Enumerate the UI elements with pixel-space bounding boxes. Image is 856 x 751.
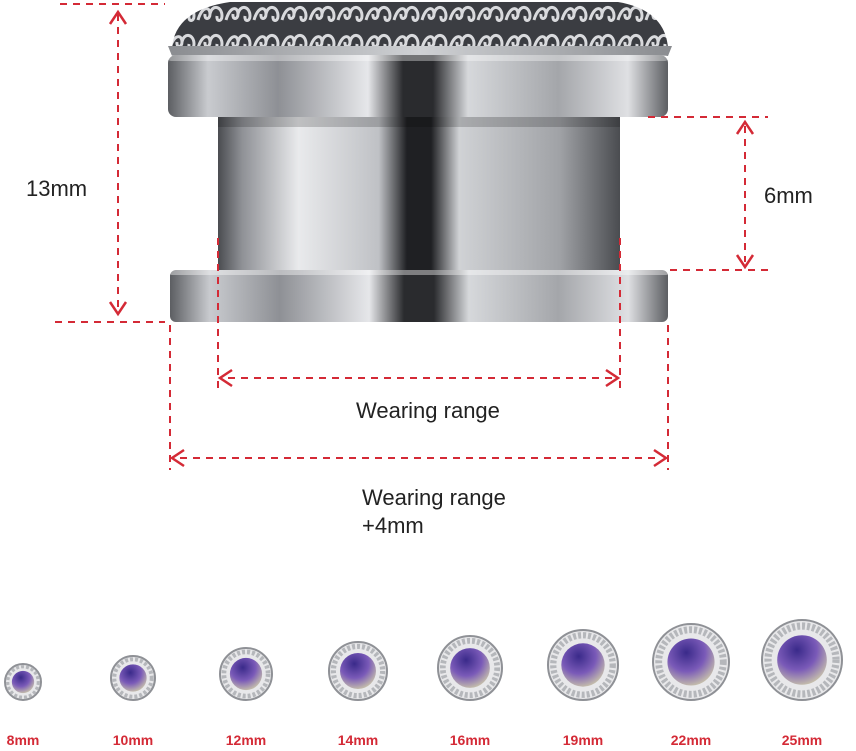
size-label: 25mm — [781, 732, 823, 748]
size-label: 16mm — [449, 732, 491, 748]
groove-label: 6mm — [764, 183, 813, 208]
top-flange — [168, 55, 668, 117]
dimension-arrows — [108, 9, 755, 468]
size-label: 10mm — [112, 732, 154, 748]
size-thumbnail-8mm — [4, 663, 42, 701]
size-label: 12mm — [225, 732, 267, 748]
size-label: 22mm — [670, 732, 712, 748]
filigree-top — [168, 2, 672, 56]
size-label: 19mm — [562, 732, 604, 748]
size-thumbnail-14mm — [328, 641, 388, 701]
tube-body — [218, 117, 620, 273]
wearing-range-label: Wearing range — [356, 398, 500, 423]
size-thumbnails — [4, 619, 843, 701]
size-label: 14mm — [337, 732, 379, 748]
wearing-range-plus-label: Wearing range +4mm — [362, 484, 506, 539]
size-thumbnail-19mm — [547, 629, 619, 701]
size-thumbnail-25mm — [761, 619, 843, 701]
size-thumbnail-10mm — [110, 655, 156, 701]
bottom-flange — [170, 270, 668, 322]
size-thumbnail-22mm — [652, 623, 730, 701]
size-label: 8mm — [6, 732, 40, 748]
size-thumbnail-16mm — [437, 635, 503, 701]
wearing-range-plus-line2: +4mm — [362, 512, 424, 538]
height-label: 13mm — [26, 176, 88, 201]
size-thumbnail-12mm — [219, 647, 273, 701]
dimension-lines — [55, 3, 768, 470]
wearing-range-plus-line1: Wearing range — [362, 485, 506, 510]
